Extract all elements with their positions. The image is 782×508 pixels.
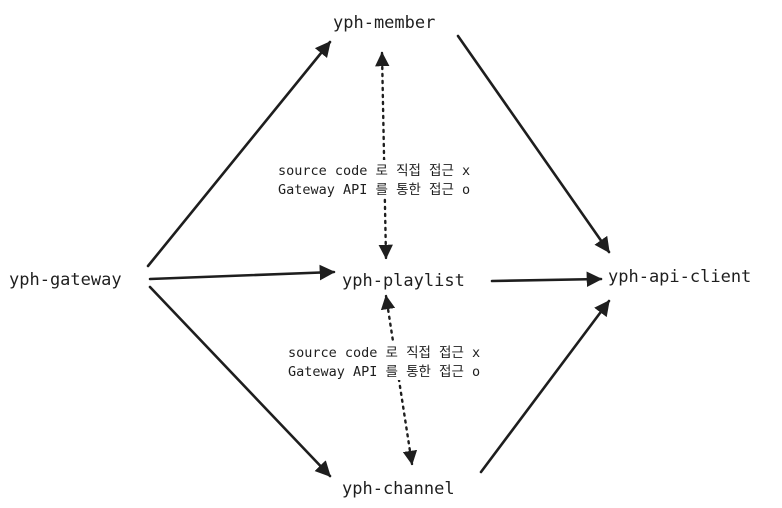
- edge-gateway-to-playlist: [148, 264, 336, 281]
- lower-note-line1: source code 로 직접 접근 x: [288, 345, 480, 361]
- node-yph-channel[interactable]: yph-channel: [342, 479, 455, 499]
- upper-access-note: source code 로 직접 접근 x Gateway API 를 통한 접…: [276, 160, 508, 198]
- edge-playlist-to-api-client: [490, 271, 603, 288]
- edge-gateway-to-member: [146, 40, 332, 268]
- lower-note-line2: Gateway API 를 통한 접근 o: [288, 364, 480, 380]
- lower-access-note: source code 로 직접 접근 x Gateway API 를 통한 접…: [286, 342, 518, 380]
- edge-channel-to-api-client: [479, 299, 611, 474]
- edge-member-to-api-client: [456, 34, 611, 254]
- edge-member-playlist-dotted: [375, 51, 393, 260]
- node-yph-gateway[interactable]: yph-gateway: [9, 270, 122, 290]
- upper-note-line2: Gateway API 를 통한 접근 o: [278, 182, 470, 198]
- upper-note-line1: source code 로 직접 접근 x: [278, 163, 470, 179]
- node-yph-playlist[interactable]: yph-playlist: [342, 271, 465, 291]
- node-yph-member[interactable]: yph-member: [333, 13, 435, 33]
- edge-gateway-to-channel: [148, 285, 332, 478]
- node-yph-api-client[interactable]: yph-api-client: [608, 267, 751, 287]
